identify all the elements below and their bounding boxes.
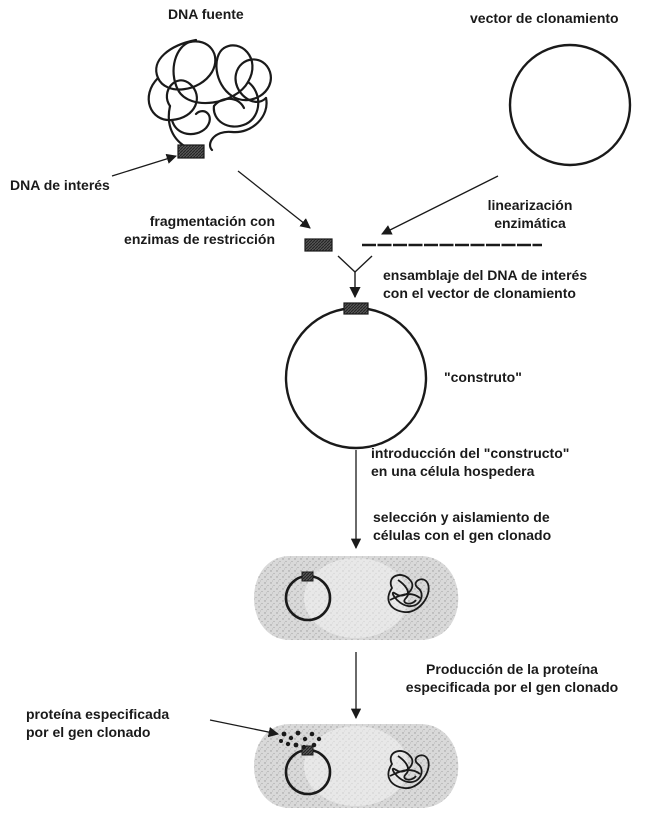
introduction-label: introducción del "constructo" en una cél… [371, 445, 570, 479]
cloning-vector-circle [508, 43, 632, 167]
protein-label: proteína especificada por el gen clonado [26, 706, 170, 740]
host-cell-2 [254, 724, 459, 808]
selection-label: selección y aislamiento de células con e… [373, 509, 552, 543]
assembly-label: ensamblaje del DNA de interés con el vec… [383, 267, 588, 301]
construct-label: "construto" [444, 369, 522, 385]
fragment-of-interest [304, 238, 333, 252]
arrow-fragmentation [237, 170, 311, 229]
construct-insert [343, 302, 369, 315]
plasmid-insert-cell-1 [301, 571, 314, 582]
source-dna-label: DNA fuente [168, 6, 244, 22]
chromosome-cell-2 [387, 750, 430, 789]
dna-of-interest-label: DNA de interés [10, 177, 110, 193]
fragmentation-label: fragmentación con enzimas de restricción [124, 213, 275, 247]
chromosome-cell-1 [387, 574, 430, 613]
cloning-vector-label: vector de clonamiento [470, 10, 619, 26]
dna-of-interest-segment [177, 144, 205, 159]
production-label: Producción de la proteína especificada p… [405, 661, 619, 695]
arrow-protein [209, 719, 280, 738]
host-cell-1 [254, 556, 459, 640]
protein-dots [279, 730, 322, 750]
arrow-linearization [381, 175, 499, 235]
arrow-dna-of-interest [111, 153, 177, 177]
linearization-label: linearización enzimática [487, 197, 573, 231]
source-dna-tangle [147, 38, 272, 152]
plasmid-insert-cell-2 [301, 745, 314, 756]
assembly-junction [337, 255, 373, 299]
construct-circle [284, 306, 428, 450]
